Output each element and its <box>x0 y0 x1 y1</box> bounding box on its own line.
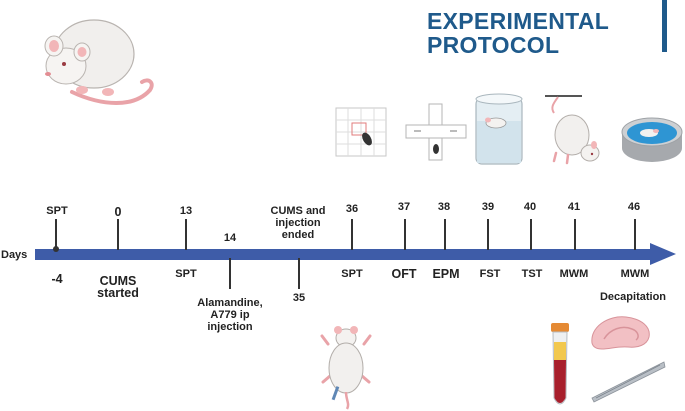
event-d39-label: FST <box>479 268 501 280</box>
blood-tube-icon <box>551 323 569 405</box>
forceps-icon <box>591 361 666 403</box>
timeline-arrowhead <box>650 243 676 265</box>
tick-day-35 <box>298 258 300 289</box>
tick-day-39 <box>487 219 489 250</box>
plus-maze-icon <box>405 103 467 161</box>
tail-suspended-mouse-icon <box>545 95 600 165</box>
tick-day-37 <box>404 219 406 250</box>
event-d38-label: EPM <box>432 267 460 281</box>
event-d40-day: 40 <box>523 201 537 213</box>
event-minus4-label: SPT <box>46 205 68 217</box>
event-d0-day: 0 <box>114 205 122 219</box>
event-d41-day: 41 <box>567 201 581 213</box>
event-d14-day: 14 <box>223 232 237 244</box>
tick-day-40 <box>530 219 532 250</box>
event-d40-label: TST <box>521 268 543 280</box>
title-accent-bar <box>662 0 667 52</box>
event-d13-label: SPT <box>175 268 197 280</box>
event-d37-label: OFT <box>391 267 417 281</box>
event-d35-day: 35 <box>292 292 306 304</box>
event-d41-label: MWM <box>559 268 589 280</box>
tick-day-41 <box>574 219 576 250</box>
event-d14-label: Alamandine, A779 ip injection <box>197 297 263 333</box>
tick-day-46 <box>634 219 636 250</box>
diagram-title-line2: PROTOCOL <box>427 32 560 58</box>
swim-cylinder-icon <box>475 93 523 165</box>
tick-dot-day-minus4 <box>53 246 59 252</box>
tick-day-14 <box>229 258 231 289</box>
tick-day-36 <box>351 219 353 250</box>
event-d46-day: 46 <box>627 201 641 213</box>
brain-slice-icon <box>591 316 650 350</box>
event-d35-label: CUMS and injection ended <box>270 205 326 241</box>
spt-maze-icon <box>335 107 387 157</box>
event-d46-label: MWM <box>620 268 650 280</box>
injected-rat-icon <box>320 326 372 410</box>
rat-illustration <box>44 19 154 105</box>
water-maze-pool-icon <box>621 117 683 162</box>
tick-day-38 <box>444 219 446 250</box>
event-minus4-day: -4 <box>51 272 63 286</box>
tick-day-minus4 <box>55 219 57 250</box>
diagram-title-line1: EXPERIMENTAL <box>427 8 610 34</box>
event-d36-label: SPT <box>341 268 363 280</box>
event-d13-day: 13 <box>179 205 193 217</box>
timeline-axis <box>35 249 652 260</box>
tick-day-13 <box>185 219 187 250</box>
event-d36-day: 36 <box>345 203 359 215</box>
event-d37-day: 37 <box>397 201 411 213</box>
event-d46-extra: Decapitation <box>599 291 667 303</box>
event-d38-day: 38 <box>437 201 451 213</box>
axis-label-days: Days <box>1 249 28 261</box>
event-d39-day: 39 <box>481 201 495 213</box>
tick-day-0 <box>117 219 119 250</box>
event-d0-label: CUMS started <box>97 274 139 300</box>
